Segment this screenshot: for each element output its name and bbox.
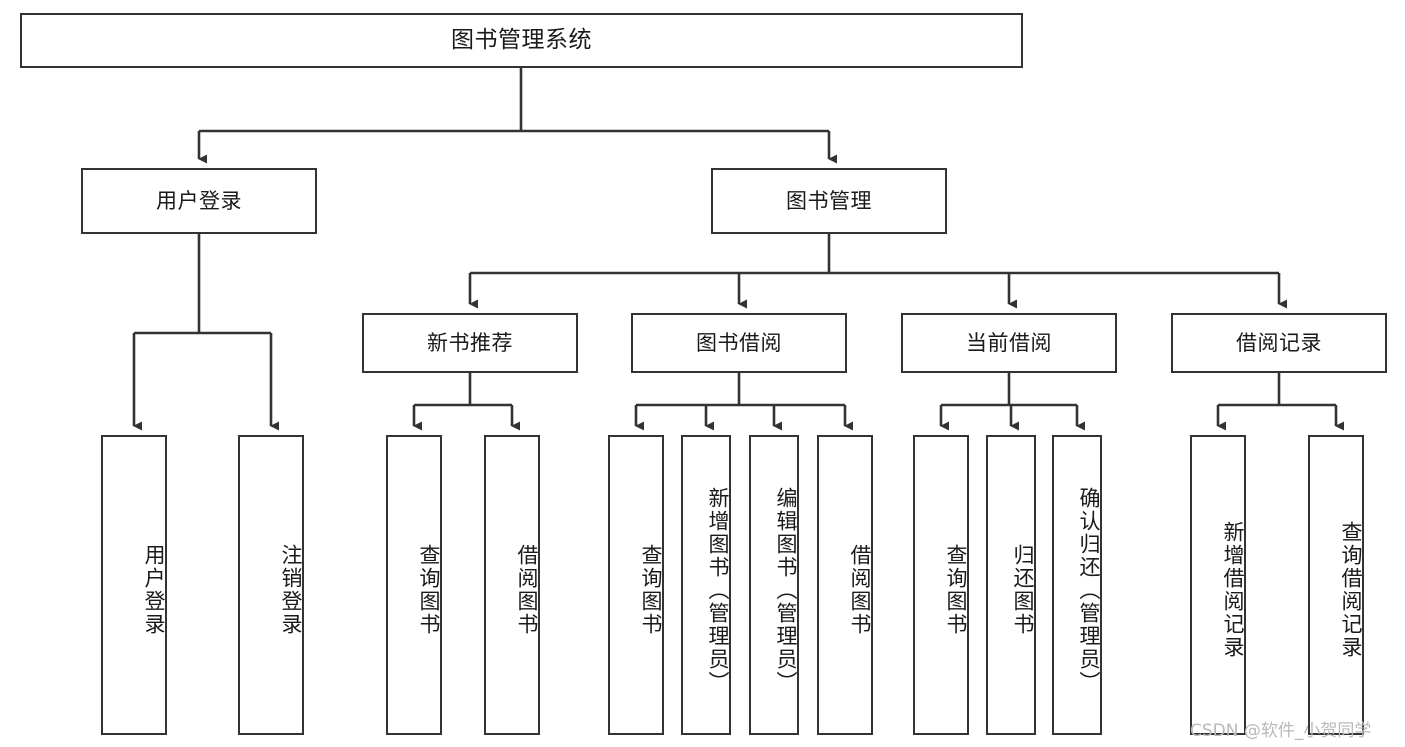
node-查询图书-2[interactable]: 查询图书 <box>386 435 442 735</box>
node-label: 用户登录 <box>142 544 166 636</box>
node-label: 图书管理 <box>786 188 872 213</box>
node-label: 新书推荐 <box>427 330 513 355</box>
node-label: 图书借阅 <box>696 330 782 355</box>
node-用户登录-0[interactable]: 用户登录 <box>81 168 317 234</box>
node-label: 借阅图书 <box>515 544 539 636</box>
node-查询图书-4[interactable]: 查询图书 <box>608 435 664 735</box>
node-当前借阅-2[interactable]: 当前借阅 <box>901 313 1117 373</box>
node-注销登录-1[interactable]: 注销登录 <box>238 435 304 735</box>
node-借阅图书-3[interactable]: 借阅图书 <box>484 435 540 735</box>
node-label: 借阅记录 <box>1236 330 1322 355</box>
node-确认归还管理员-10[interactable]: 确认归还（管理员） <box>1052 435 1102 735</box>
node-新书推荐-0[interactable]: 新书推荐 <box>362 313 578 373</box>
node-新增借阅记录-11[interactable]: 新增借阅记录 <box>1190 435 1246 735</box>
node-label: 查询借阅记录 <box>1339 521 1363 659</box>
node-归还图书-9[interactable]: 归还图书 <box>986 435 1036 735</box>
node-label: 查询图书 <box>417 544 441 636</box>
node-label: 当前借阅 <box>966 330 1052 355</box>
node-借阅图书-7[interactable]: 借阅图书 <box>817 435 873 735</box>
csdn-watermark: CSDN @软件_小贺同学 <box>1190 721 1372 741</box>
node-label: 新增图书（管理员） <box>706 486 730 694</box>
node-图书管理系统[interactable]: 图书管理系统 <box>20 13 1023 68</box>
node-用户登录-0[interactable]: 用户登录 <box>101 435 167 735</box>
node-label: 确认归还（管理员） <box>1077 486 1101 694</box>
node-label: 新增借阅记录 <box>1221 521 1245 659</box>
node-图书管理-1[interactable]: 图书管理 <box>711 168 947 234</box>
node-label: 查询图书 <box>639 544 663 636</box>
node-label: 借阅图书 <box>848 544 872 636</box>
node-label: 用户登录 <box>156 188 242 213</box>
node-编辑图书管理员-6[interactable]: 编辑图书（管理员） <box>749 435 799 735</box>
node-label: 编辑图书（管理员） <box>774 486 798 694</box>
node-label: 归还图书 <box>1011 544 1035 636</box>
node-label: 注销登录 <box>279 544 303 636</box>
node-新增图书管理员-5[interactable]: 新增图书（管理员） <box>681 435 731 735</box>
node-label: 查询图书 <box>944 544 968 636</box>
node-查询借阅记录-12[interactable]: 查询借阅记录 <box>1308 435 1364 735</box>
node-图书借阅-1[interactable]: 图书借阅 <box>631 313 847 373</box>
node-label: 图书管理系统 <box>451 27 592 54</box>
node-查询图书-8[interactable]: 查询图书 <box>913 435 969 735</box>
node-借阅记录-3[interactable]: 借阅记录 <box>1171 313 1387 373</box>
